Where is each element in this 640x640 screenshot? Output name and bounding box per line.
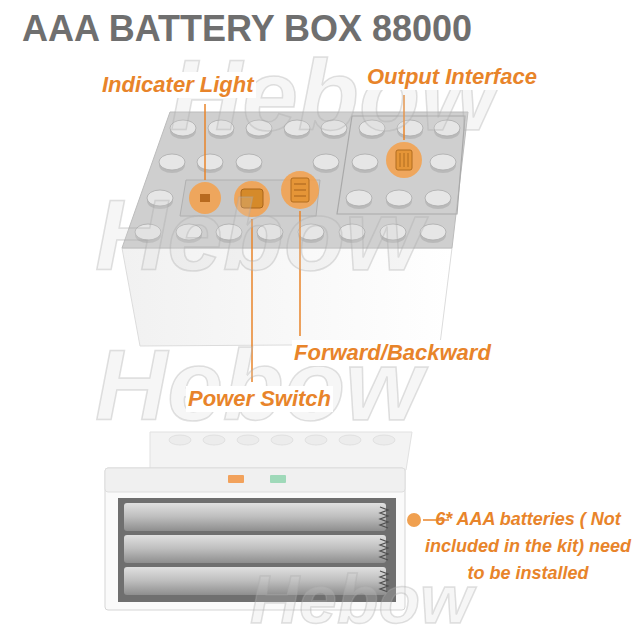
callout-label: Forward/Backward (292, 340, 493, 366)
illustration-part (271, 435, 293, 445)
note-label: 6* AAA batteries ( Not included in the k… (416, 506, 640, 587)
illustration-part (313, 154, 339, 173)
connector-pin (400, 153, 401, 167)
battery-slot (124, 503, 386, 531)
illustration-part (373, 435, 395, 445)
illustration-part (305, 435, 327, 445)
watermark: Hebow (250, 565, 473, 633)
battery-slot (124, 535, 386, 563)
illustration-part (339, 435, 361, 445)
watermark: Hebow (95, 185, 423, 285)
illustration-part (236, 154, 262, 173)
box-back (150, 432, 412, 470)
illustration-part (169, 435, 191, 445)
output-connector (396, 150, 412, 170)
connector-pin (404, 153, 405, 167)
title: AAA BATTERY BOX 88000 (22, 8, 472, 49)
output-highlight (386, 142, 422, 178)
illustration-part (430, 154, 456, 173)
illustration-part (159, 154, 185, 173)
illustration-part (380, 507, 388, 528)
callout-label: Output Interface (365, 64, 539, 90)
illustration-part (380, 539, 388, 560)
callout-label: Indicater Light (100, 72, 256, 98)
illustration-part (352, 154, 378, 173)
illustration-part (425, 190, 451, 209)
illustration-part (237, 435, 259, 445)
power-switch-mark (228, 475, 244, 483)
callout-label: Power Switch (186, 386, 333, 412)
battery-box-lid (105, 468, 405, 492)
connector-pin (408, 153, 409, 167)
battery-highlight (407, 513, 421, 527)
illustration-part (197, 154, 223, 173)
illustration-part (420, 224, 446, 243)
illustration-part (203, 435, 225, 445)
indicator-mark (270, 475, 286, 483)
back-studs (169, 435, 395, 445)
